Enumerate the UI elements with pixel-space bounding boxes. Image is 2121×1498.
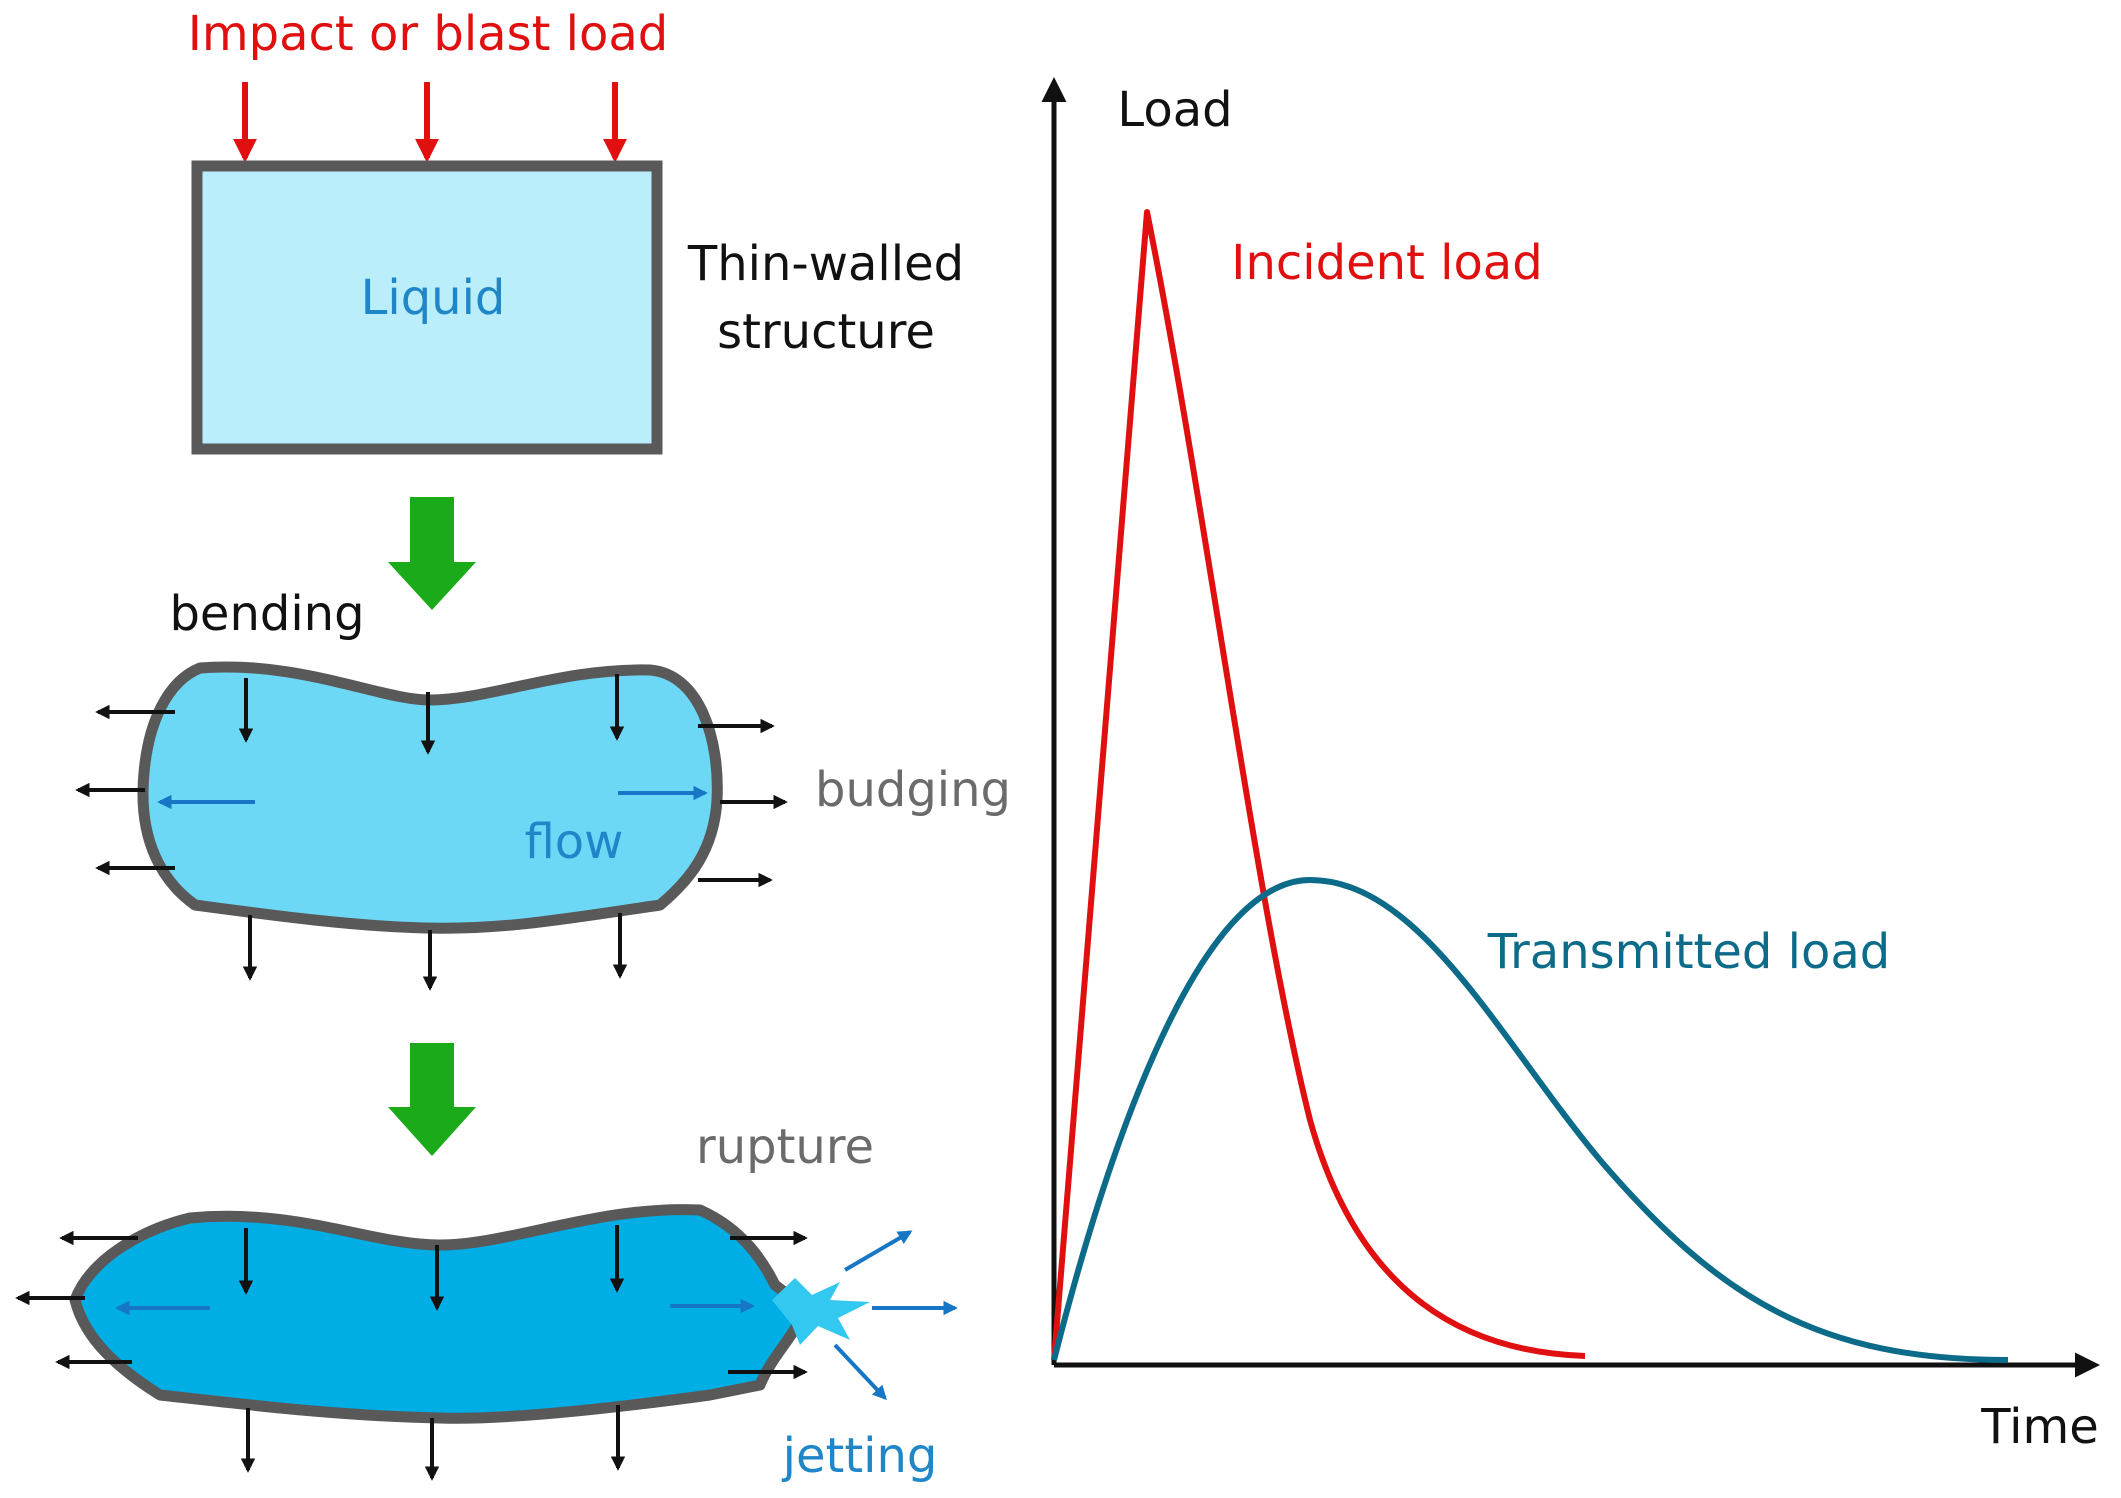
flow-arrows-rupture	[115, 1298, 755, 1316]
structure-label: structure	[717, 304, 935, 360]
rupture-label: rupture	[696, 1119, 874, 1175]
transmitted-load-label: Transmitted load	[1487, 924, 1890, 980]
y-axis-label: Load	[1117, 82, 1232, 138]
liquid-container-bent	[137, 661, 723, 934]
flow-label: flow	[525, 814, 624, 870]
jet-arrows	[833, 1230, 958, 1401]
process-arrow-icon	[388, 497, 476, 610]
impact-label: Impact or blast load	[188, 6, 669, 62]
bending-arrows	[75, 674, 788, 991]
x-axis-label: Time	[1980, 1399, 2098, 1455]
jet-arrow-icon	[833, 1343, 887, 1401]
transmitted-load-curve	[1051, 877, 2009, 1363]
impact-arrows	[233, 82, 627, 163]
liquid-label: Liquid	[361, 270, 506, 326]
rupture-arrows	[15, 1225, 808, 1481]
incident-load-curve	[1051, 209, 1586, 1361]
thin-walled-label: Thin-walled	[687, 236, 964, 292]
jetting-label: jetting	[782, 1428, 938, 1484]
flow-arrows	[157, 785, 708, 810]
incident-load-label: Incident load	[1231, 235, 1542, 291]
load-time-chart: Load Time Incident load Transmitted load	[1041, 77, 2100, 1455]
process-arrow-icon	[388, 1043, 476, 1156]
rupture-burst-icon	[772, 1278, 870, 1345]
liquid-container-intact	[191, 160, 663, 455]
bending-label: bending	[169, 586, 364, 642]
liquid-container-ruptured	[69, 1204, 806, 1424]
jet-arrow-icon	[843, 1230, 913, 1272]
budging-label: budging	[815, 762, 1011, 818]
